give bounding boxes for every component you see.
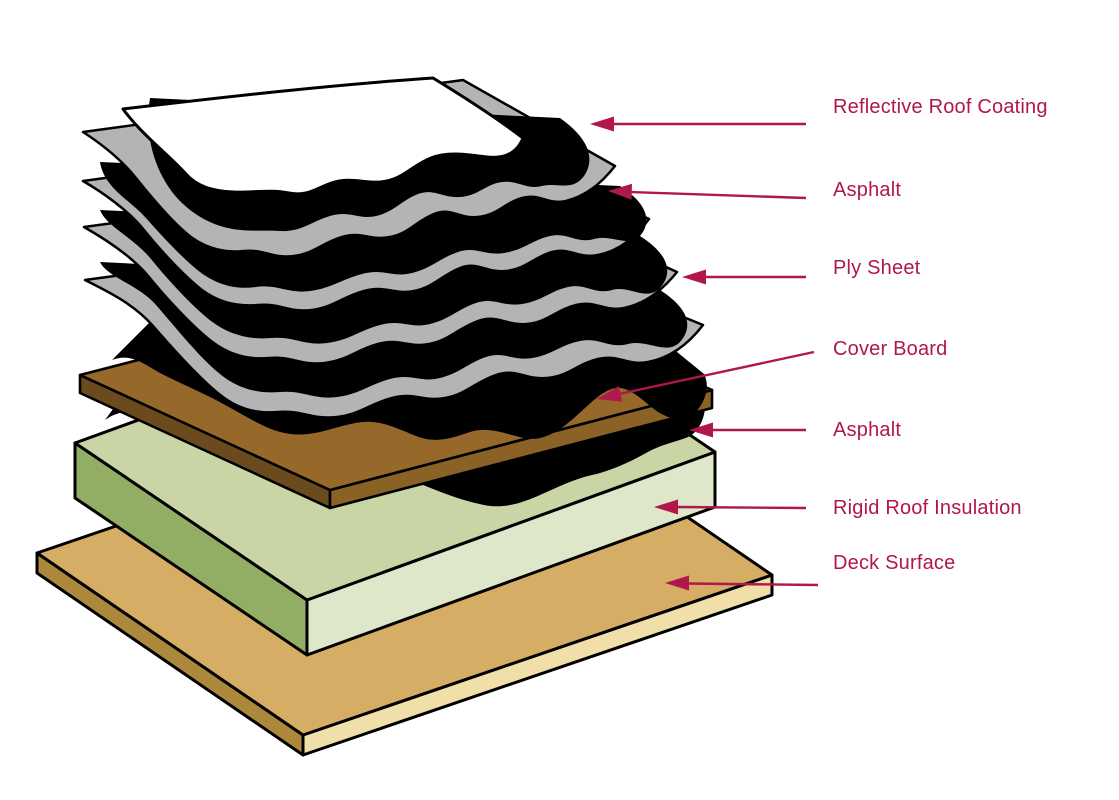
arrow-ply-sheet	[682, 269, 806, 285]
arrow-cover-board	[597, 350, 815, 402]
label-rigid-roof-insulation: Rigid Roof Insulation	[833, 497, 1022, 519]
label-reflective-roof-coating: Reflective Roof Coating	[833, 96, 1048, 118]
arrow-asphalt-lower	[689, 422, 806, 438]
label-ply-sheet: Ply Sheet	[833, 257, 921, 279]
arrow-reflective-roof-coating	[590, 116, 806, 132]
label-deck-surface: Deck Surface	[833, 552, 956, 574]
label-asphalt-lower: Asphalt	[833, 419, 902, 441]
arrow-asphalt-top	[608, 183, 807, 200]
label-asphalt-top: Asphalt	[833, 179, 902, 201]
label-cover-board: Cover Board	[833, 338, 948, 360]
arrow-rigid-roof-insulation	[654, 499, 807, 515]
arrow-deck-surface	[665, 575, 819, 591]
reflective-roof-coating-sheet	[121, 76, 525, 196]
